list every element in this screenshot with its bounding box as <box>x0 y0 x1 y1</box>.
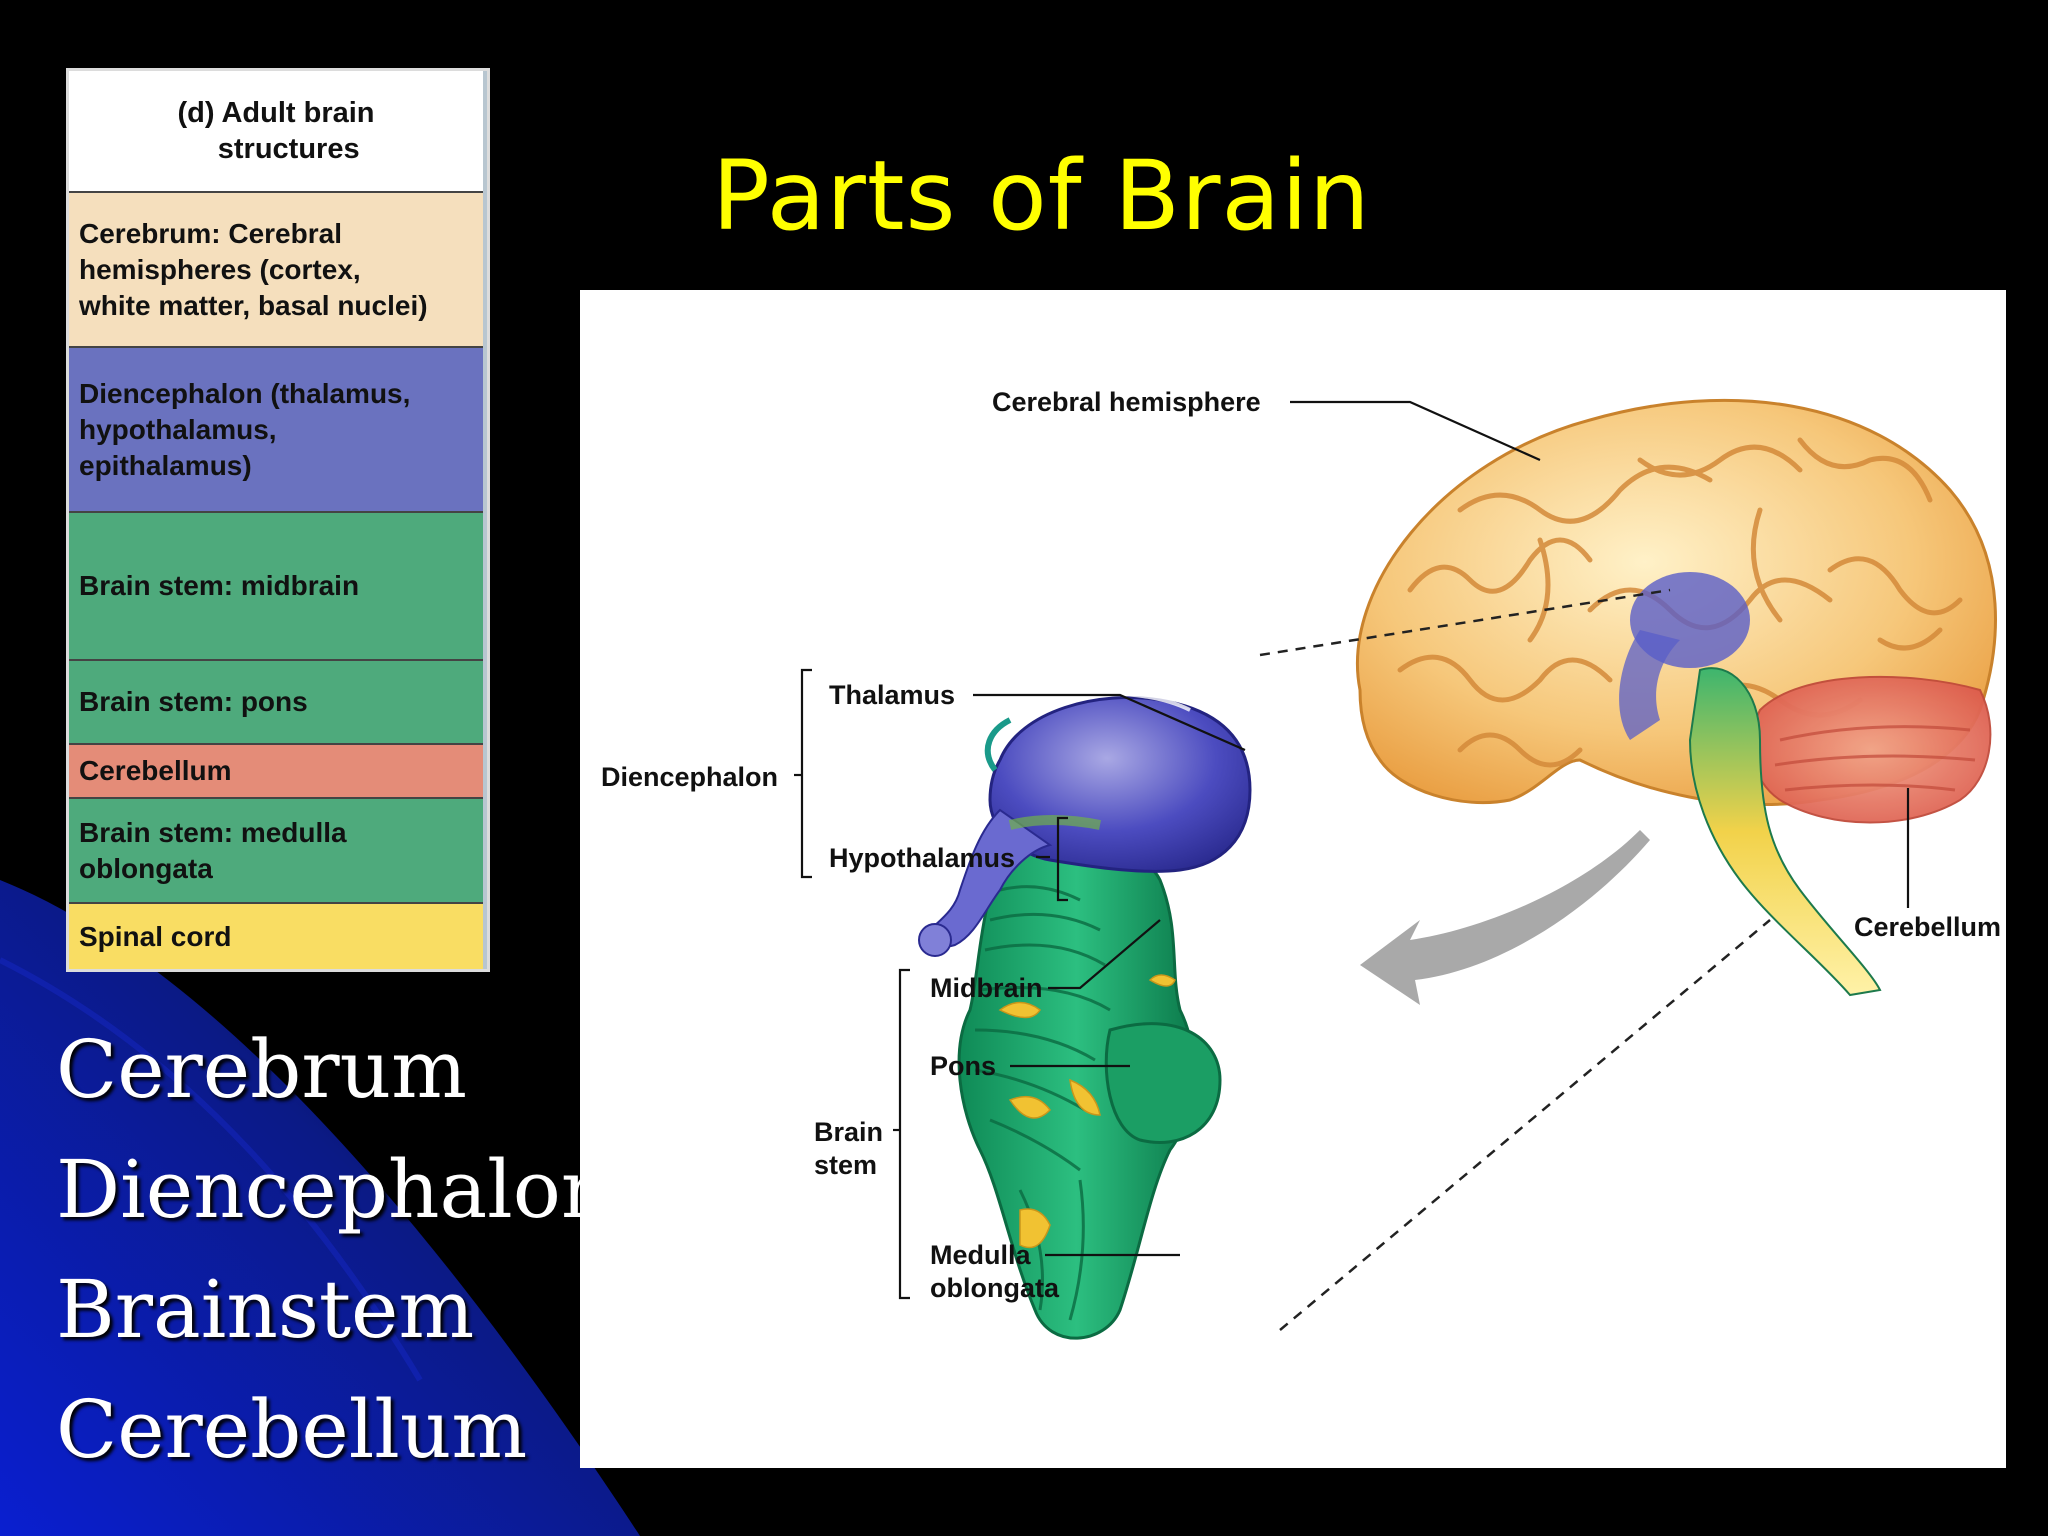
table-row-diencephalon: Diencephalon (thalamus, hypothalamus, ep… <box>69 346 483 511</box>
brain-parts-list: Cerebrum Diencephalon Brainstem Cerebell… <box>56 1010 612 1490</box>
label-medulla-oblongata: Medulla <box>930 1240 1031 1270</box>
list-item: Cerebrum <box>56 1023 467 1116</box>
label-cerebral-hemisphere: Cerebral hemisphere <box>992 387 1261 417</box>
table-row-medulla: Brain stem: medulla oblongata <box>69 797 483 902</box>
label-thalamus: Thalamus <box>829 680 955 710</box>
brainstem-illustration <box>918 691 1252 1340</box>
whole-brain-illustration <box>1355 398 1997 997</box>
list-item: Diencephalon <box>56 1143 613 1236</box>
label-brain-stem: Brain <box>814 1117 883 1147</box>
table-row-label: Brain stem: medulla oblongata <box>79 816 347 884</box>
label-midbrain: Midbrain <box>930 973 1043 1003</box>
table-row-cerebrum: Cerebrum: Cerebral hemispheres (cortex, … <box>69 191 483 346</box>
table-row-pons: Brain stem: pons <box>69 659 483 743</box>
label-cerebellum: Cerebellum <box>1854 912 2001 942</box>
projection-lines <box>1259 588 1771 1331</box>
label-brain-stem: stem <box>814 1150 877 1180</box>
label-hypothalamus: Hypothalamus <box>829 843 1015 873</box>
table-row-spinal-cord: Spinal cord <box>69 902 483 969</box>
table-row-midbrain: Brain stem: midbrain <box>69 511 483 659</box>
table-header: (d) Adult brain structures <box>69 71 483 191</box>
leader-lines <box>794 400 1910 1300</box>
label-medulla-oblongata: oblongata <box>930 1273 1060 1303</box>
brain-structures-table: (d) Adult brain structures Cerebrum: Cer… <box>66 68 490 972</box>
list-item: Brainstem <box>56 1263 475 1356</box>
slide-title: Parts of Brain <box>712 140 1371 252</box>
brain-diagram: Cerebral hemisphere Thalamus Diencephalo… <box>580 290 2006 1468</box>
table-row-label: Diencephalon (thalamus, hypothalamus, ep… <box>79 377 411 481</box>
table-row-label: Spinal cord <box>79 920 232 952</box>
table-edge <box>480 71 487 969</box>
table-row-label: Cerebrum: Cerebral hemispheres (cortex, … <box>79 217 428 321</box>
list-item: Cerebellum <box>56 1383 528 1476</box>
table-row-cerebellum: Cerebellum <box>69 743 483 797</box>
table-row-label: Brain stem: midbrain <box>79 570 360 601</box>
table-row-label: Brain stem: pons <box>79 686 308 717</box>
table-header-text: (d) Adult brain structures <box>177 97 375 165</box>
label-pons: Pons <box>930 1051 996 1081</box>
arrow-icon <box>1360 830 1650 1005</box>
table-row-label: Cerebellum <box>79 755 232 786</box>
label-diencephalon: Diencephalon <box>601 762 778 792</box>
